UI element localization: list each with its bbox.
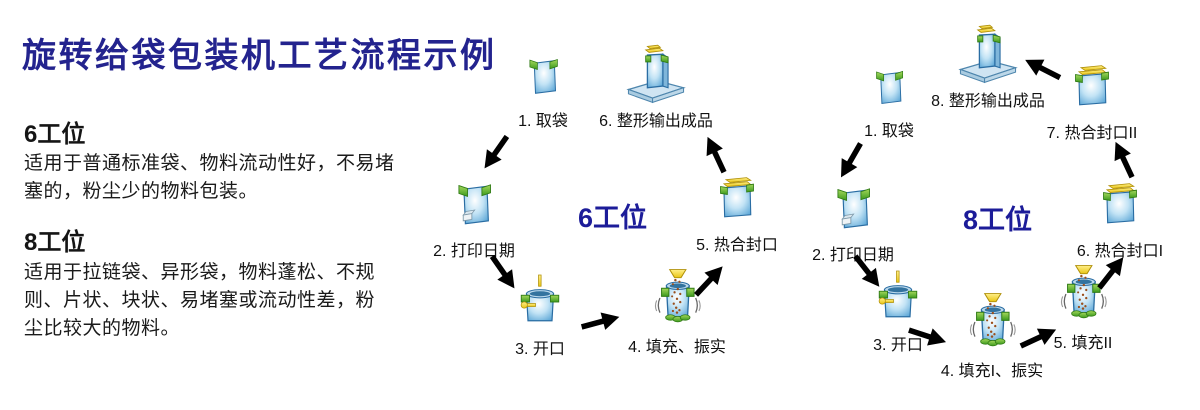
flow6-step-fill-shake: 4. 填充、振实	[592, 266, 762, 357]
step-label: 2. 打印日期	[433, 243, 515, 260]
flow8-step-fill1-shake: 4. 填充I、振实	[907, 290, 1077, 381]
step-label: 6. 整形输出成品	[599, 113, 713, 130]
flow8-step-output: 8. 整形输出成品	[903, 24, 1073, 111]
step-label: 1. 取袋	[864, 123, 914, 140]
flow6-step-output: 6. 整形输出成品	[571, 44, 741, 131]
flow-arrow	[830, 135, 871, 184]
section-body-6station: 适用于普通标准袋、物料流动性好，不易堵 塞的，粉尘少的物料包装。	[24, 153, 395, 202]
section-heading-8station: 8工位	[24, 229, 86, 256]
step-label: 8. 整形输出成品	[931, 93, 1045, 110]
section-heading-6station: 6工位	[24, 121, 86, 148]
step-label: 4. 填充I、振实	[940, 363, 1044, 380]
flow6-step-print-date: 2. 打印日期	[389, 176, 559, 261]
flow6-step-pick-bag: 1. 取袋	[458, 50, 628, 131]
flow6-center-label: 6工位	[578, 203, 648, 233]
bag-seal-icon	[1074, 65, 1110, 106]
bag-output-icon	[959, 24, 1017, 84]
flow6-step-open: 3. 开口	[455, 272, 625, 359]
step-label: 7. 热合封口II	[1046, 125, 1138, 142]
flow8-step-pick-bag: 1. 取袋	[804, 62, 974, 141]
bag-print-icon	[458, 184, 492, 225]
bag-print-icon	[837, 188, 871, 229]
step-label: 1. 取袋	[518, 113, 568, 130]
flow8-step-heat-seal2: 7. 热合封口II	[1007, 62, 1177, 143]
step-label: 5. 热合封口	[696, 237, 778, 254]
step-label: 6. 热合封口I	[1076, 243, 1164, 260]
flow8-step-fill2: 5. 填充II	[998, 262, 1168, 353]
step-label: 4. 填充、振实	[628, 339, 726, 356]
section-body-8station: 适用于拉链袋、异形袋，物料蓬松、不规 则、片状、块状、易堵塞或流动性差，粉 尘比…	[24, 262, 376, 339]
bag-output-icon	[627, 44, 685, 104]
flow8-step-print-date: 2. 打印日期	[768, 180, 938, 265]
step-label: 3. 开口	[515, 341, 565, 358]
step-label: 5. 填充II	[1053, 335, 1113, 352]
step-label: 2. 打印日期	[812, 247, 894, 264]
flow8-step-open: 3. 开口	[813, 268, 983, 355]
page-title: 旋转给袋包装机工艺流程示例	[22, 36, 497, 76]
bag-seal-icon	[719, 177, 755, 218]
flow8-center-label: 8工位	[963, 205, 1033, 235]
flow8-step-heat-seal1: 6. 热合封口I	[1035, 180, 1200, 261]
flow-arrow	[697, 130, 736, 179]
step-label: 3. 开口	[873, 337, 923, 354]
bag-seal-icon	[1102, 183, 1138, 224]
flow-arrow	[474, 128, 517, 177]
flow6-step-heat-seal: 5. 热合封口	[652, 174, 822, 255]
bag-pick-icon	[529, 59, 558, 94]
